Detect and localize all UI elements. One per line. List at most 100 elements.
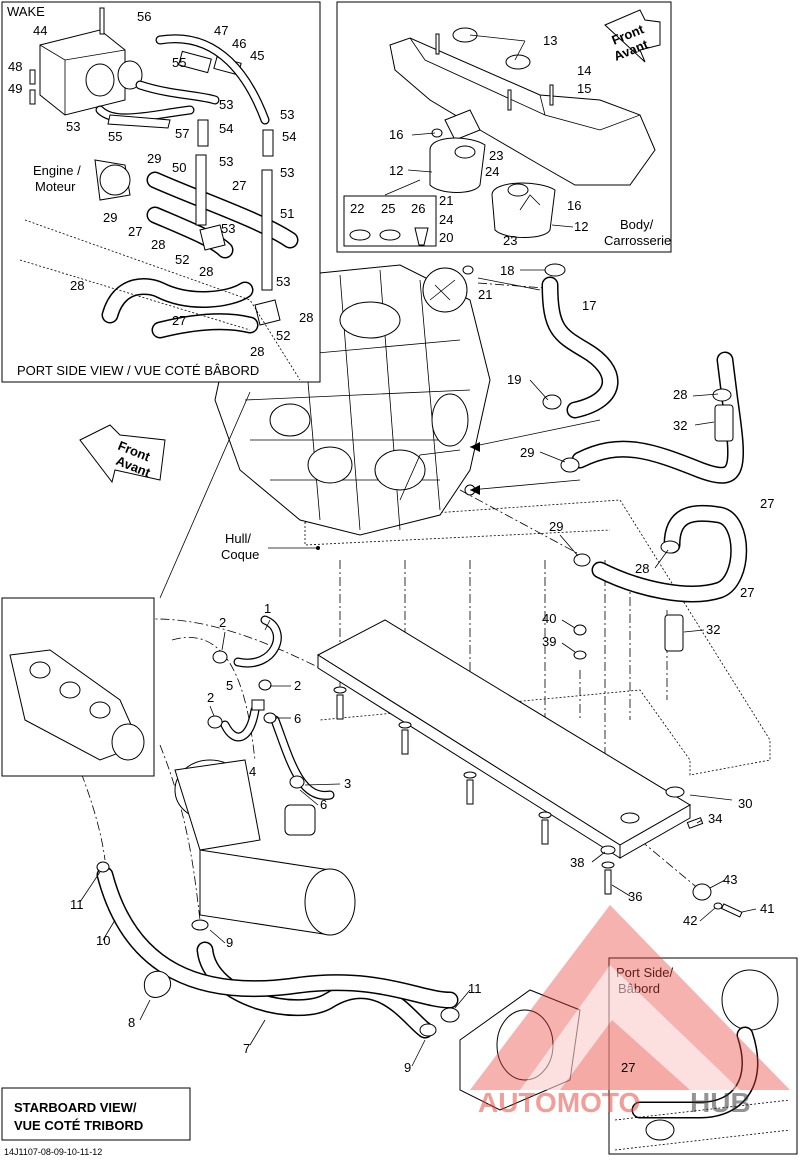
callout-53: 53 xyxy=(219,154,233,169)
callout-5: 5 xyxy=(226,678,233,693)
washer-39 xyxy=(573,650,587,660)
starboard-view-caption-box: STARBOARD VIEW/ VUE COTÉ TRIBORD xyxy=(1,1087,191,1141)
callout-29: 29 xyxy=(520,445,534,460)
callout-2: 2 xyxy=(207,690,214,705)
washer-38 xyxy=(600,845,616,855)
hose-27-upper xyxy=(571,351,745,484)
callout-27: 27 xyxy=(128,224,142,239)
carrosserie-label: Carrosserie xyxy=(604,233,671,248)
callout-52: 52 xyxy=(276,328,290,343)
watermark-logo: AUTOMOTO HUB xyxy=(470,905,790,1118)
detail-circle-21 xyxy=(422,267,468,313)
hose-1 xyxy=(233,615,282,668)
callout-32: 32 xyxy=(706,622,720,637)
port-side-view-inset: WAKE Engine / xyxy=(1,1,321,383)
wake-label: WAKE xyxy=(7,4,45,19)
watermark-hub: HUB xyxy=(690,1087,751,1118)
callout-20: 20 xyxy=(439,230,453,245)
callout-29: 29 xyxy=(103,210,117,225)
callout-2: 2 xyxy=(219,615,226,630)
callout-21: 21 xyxy=(439,193,453,208)
grommet-43 xyxy=(692,883,712,901)
callout-38: 38 xyxy=(570,855,584,870)
callout-57: 57 xyxy=(175,126,189,141)
bolt xyxy=(333,686,347,720)
callout-28: 28 xyxy=(70,278,84,293)
callout-43: 43 xyxy=(723,872,737,887)
callout-28: 28 xyxy=(199,264,213,279)
callout-49: 49 xyxy=(8,81,22,96)
callout-53: 53 xyxy=(221,221,235,236)
callout-1: 1 xyxy=(264,601,271,616)
callout-32: 32 xyxy=(673,418,687,433)
callout-27: 27 xyxy=(172,313,186,328)
callout-40: 40 xyxy=(542,611,556,626)
hose-17 xyxy=(541,276,619,419)
watermark-automoto: AUTOMOTO xyxy=(478,1087,640,1118)
callout-53: 53 xyxy=(276,274,290,289)
callout-53: 53 xyxy=(280,165,294,180)
leader-lines xyxy=(79,34,757,1067)
callout-27: 27 xyxy=(232,178,246,193)
callout-13: 13 xyxy=(543,33,557,48)
grommet-8 xyxy=(143,970,172,998)
callout-29: 29 xyxy=(147,151,161,166)
muffler xyxy=(174,759,356,936)
callout-6: 6 xyxy=(320,797,327,812)
callout-45: 45 xyxy=(250,48,264,63)
callout-19: 19 xyxy=(507,372,521,387)
callout-10: 10 xyxy=(96,933,110,948)
callout-6: 6 xyxy=(294,711,301,726)
callout-9: 9 xyxy=(404,1060,411,1075)
callout-41: 41 xyxy=(760,901,774,916)
callout-29: 29 xyxy=(549,519,563,534)
callout-30: 30 xyxy=(738,796,752,811)
starboard-view-line2: VUE COTÉ TRIBORD xyxy=(14,1118,143,1133)
callout-48: 48 xyxy=(8,59,22,74)
bolt xyxy=(398,721,412,755)
callout-15: 15 xyxy=(577,81,591,96)
callout-54: 54 xyxy=(282,129,296,144)
callout-42: 42 xyxy=(683,913,697,928)
starboard-detail-inset xyxy=(1,391,251,777)
moteur-label: Moteur xyxy=(35,179,76,194)
callout-27: 27 xyxy=(740,585,754,600)
callout-16: 16 xyxy=(567,198,581,213)
callout-52: 52 xyxy=(175,252,189,267)
stud-34 xyxy=(686,817,704,829)
callout-34: 34 xyxy=(708,811,722,826)
pointer-lines xyxy=(469,277,601,495)
callout-21: 21 xyxy=(478,287,492,302)
callout-55: 55 xyxy=(172,55,186,70)
callout-36: 36 xyxy=(628,889,642,904)
callout-24: 24 xyxy=(485,164,499,179)
callout-56: 56 xyxy=(137,9,151,24)
callout-54: 54 xyxy=(219,121,233,136)
callout-9: 9 xyxy=(226,935,233,950)
callout-16: 16 xyxy=(389,127,403,142)
callout-53: 53 xyxy=(219,97,233,112)
front-arrow-left: Front Avant xyxy=(79,424,166,484)
callout-39: 39 xyxy=(542,634,556,649)
callout-3: 3 xyxy=(344,776,351,791)
bolt xyxy=(601,861,615,895)
callout-18: 18 xyxy=(500,263,514,278)
callout-46: 46 xyxy=(232,36,246,51)
nut-40 xyxy=(573,624,587,636)
callout-23: 23 xyxy=(489,148,503,163)
body-label: Body/ xyxy=(620,217,654,232)
callout-17: 17 xyxy=(582,298,596,313)
clamps xyxy=(96,263,734,1037)
babord-label: Bâbord xyxy=(618,981,660,996)
callout-7: 7 xyxy=(243,1041,250,1056)
hose-10-11 xyxy=(96,866,459,1009)
callout-23: 23 xyxy=(503,233,517,248)
callout-47: 47 xyxy=(214,23,228,38)
engine-label: Engine / xyxy=(33,163,81,178)
callout-26: 26 xyxy=(411,201,425,216)
screw-41 xyxy=(721,903,743,918)
callout-12: 12 xyxy=(389,163,403,178)
hose-27-lower xyxy=(591,504,748,603)
port-side-inset: Port Side/ Bâbord xyxy=(608,957,798,1155)
callout-8: 8 xyxy=(128,1015,135,1030)
